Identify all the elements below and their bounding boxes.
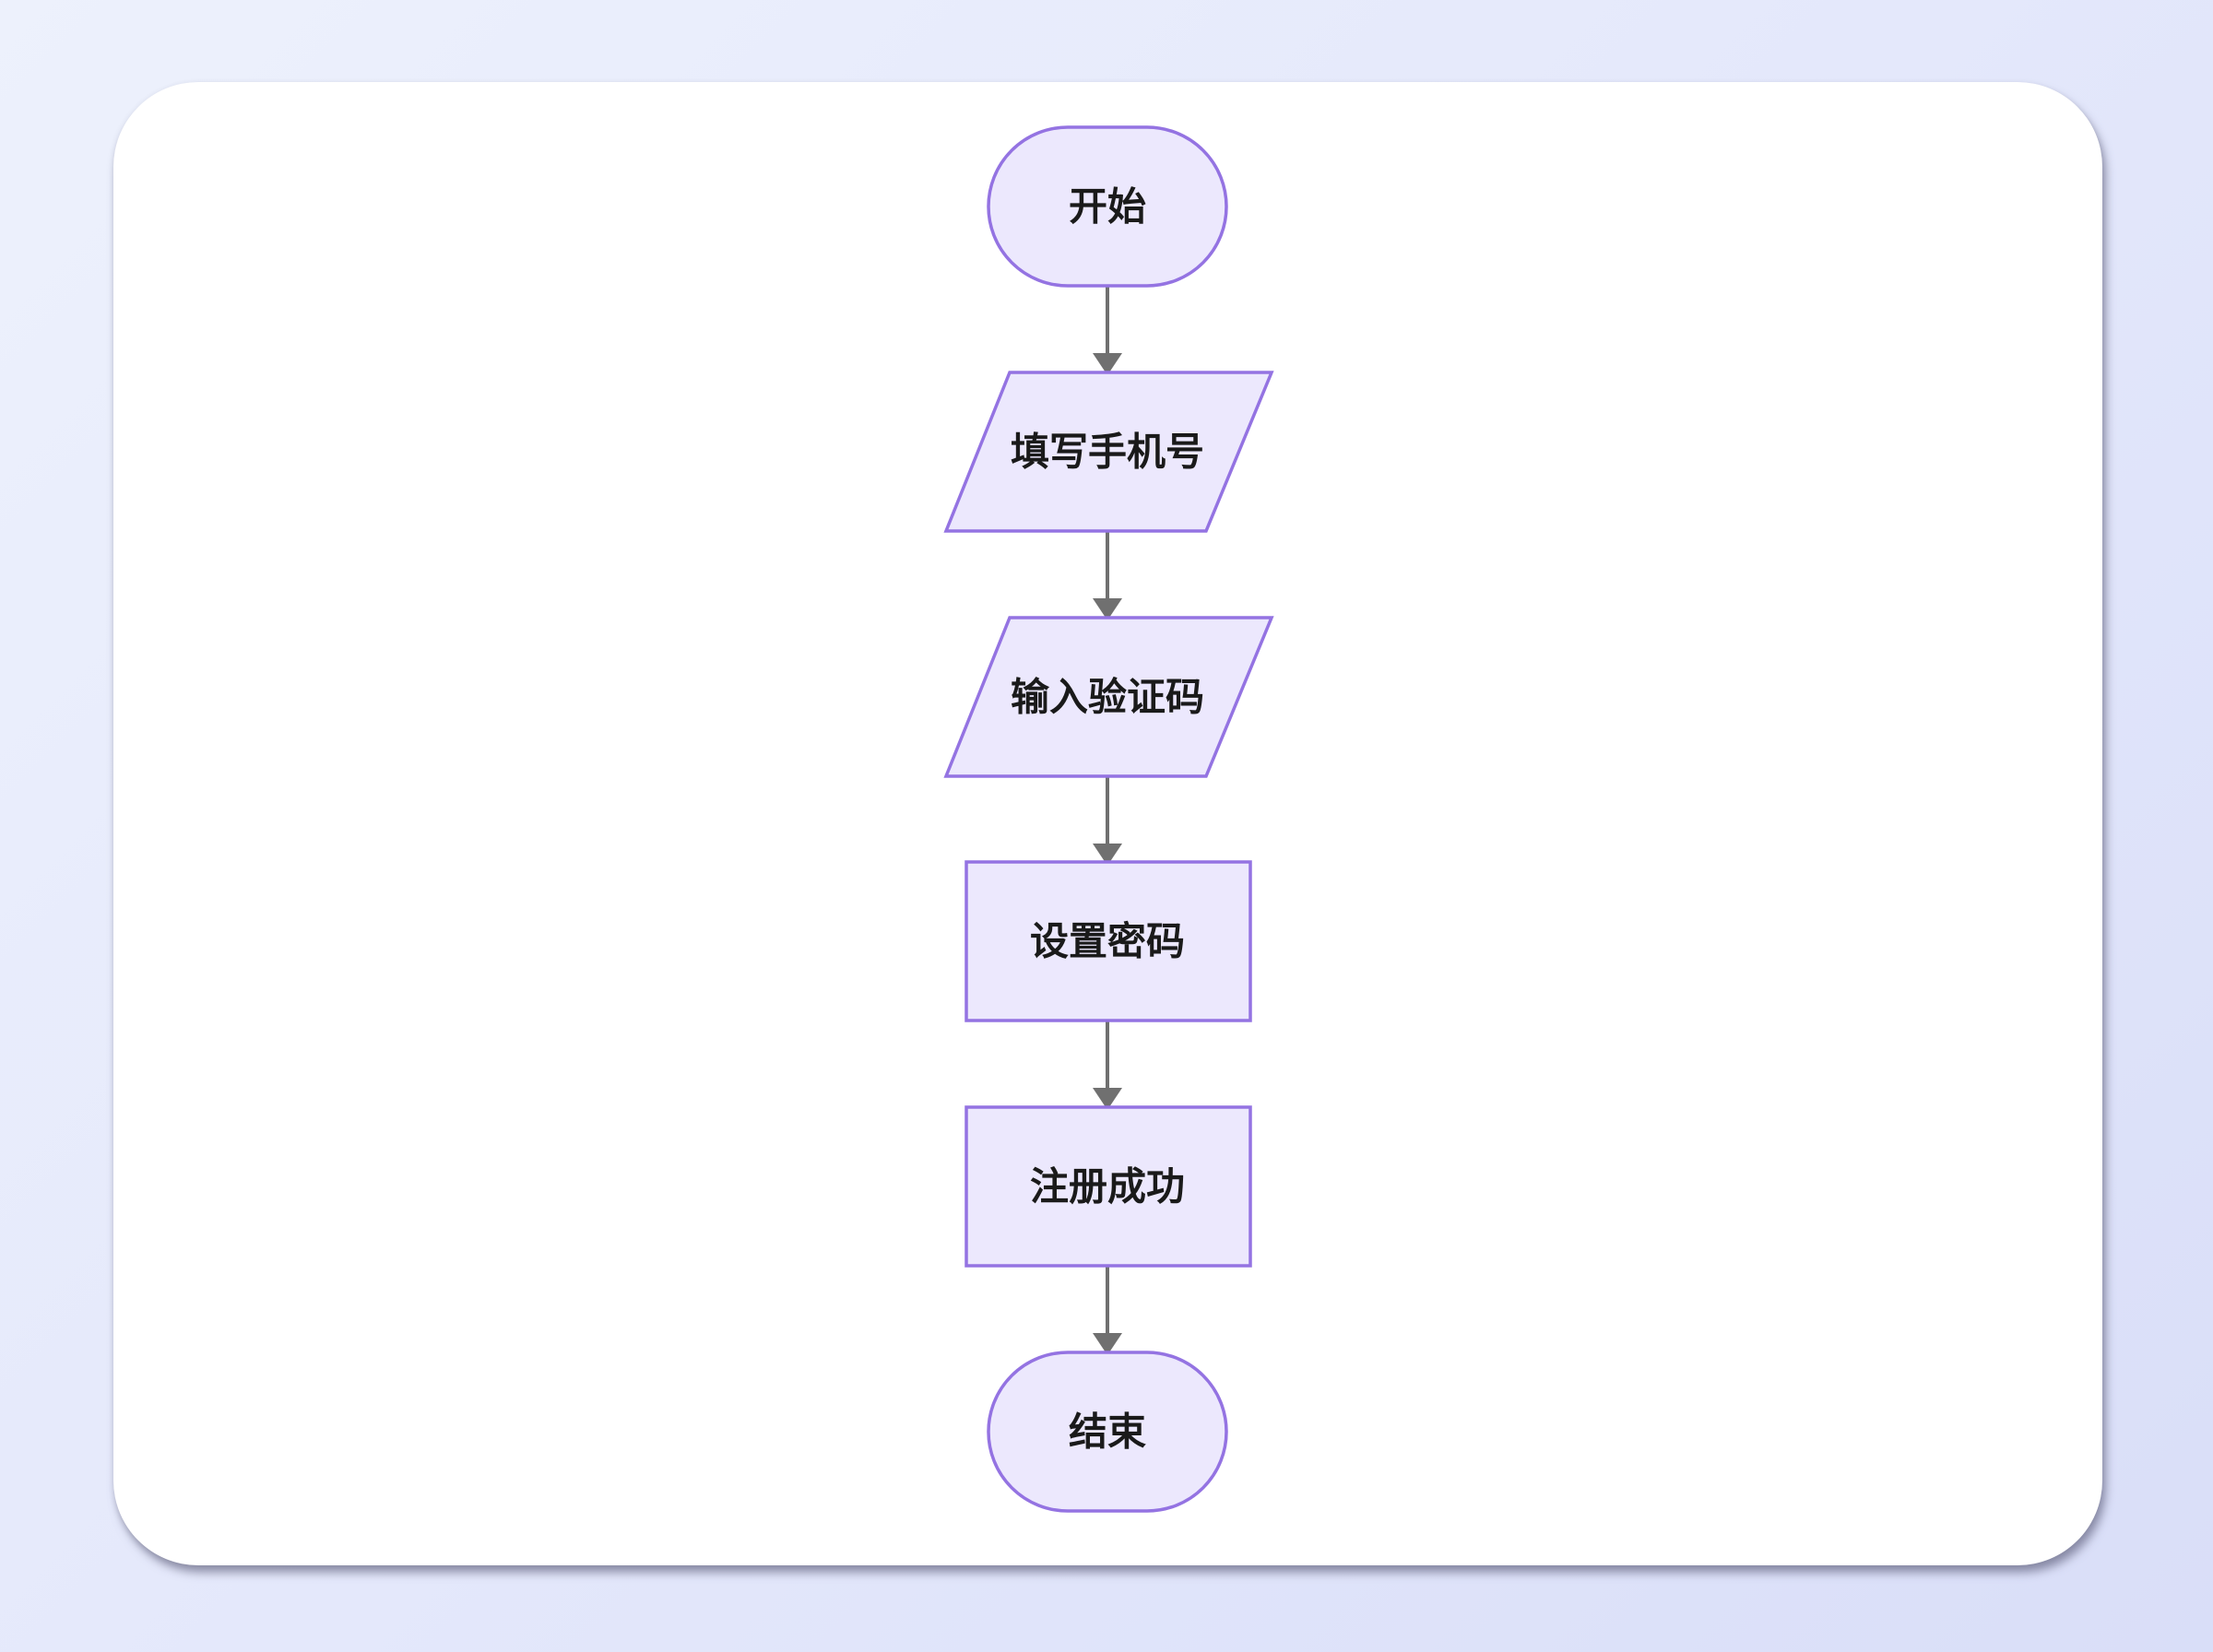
diagram-card: 开始 填写手机号 输入验证码 设置密码 注册成功 结束 — [113, 82, 2102, 1565]
node-register-success-shape — [964, 1105, 1252, 1268]
edge-success-to-end — [1093, 1266, 1122, 1355]
node-set-password-label: 设置密码 — [1030, 919, 1185, 964]
node-register-success[interactable]: 注册成功 — [964, 1105, 1252, 1268]
node-verification-code[interactable]: 输入验证码 — [943, 616, 1274, 778]
node-verification-code-shape — [943, 616, 1274, 778]
edge-code-to-password — [1093, 776, 1122, 866]
node-register-success-label: 注册成功 — [1030, 1164, 1185, 1210]
node-end-shape — [987, 1351, 1228, 1513]
node-start[interactable]: 开始 — [987, 125, 1228, 288]
edge-phone-to-code — [1093, 531, 1122, 620]
node-end-label: 结束 — [1069, 1410, 1146, 1455]
flowchart: 开始 填写手机号 输入验证码 设置密码 注册成功 结束 — [943, 125, 1274, 1513]
node-fill-phone-label: 填写手机号 — [1011, 430, 1204, 475]
node-set-password[interactable]: 设置密码 — [964, 860, 1252, 1022]
node-verification-code-label: 输入验证码 — [1011, 675, 1204, 720]
node-fill-phone-shape — [943, 371, 1274, 533]
edge-start-to-phone — [1093, 286, 1122, 375]
node-end[interactable]: 结束 — [987, 1351, 1228, 1513]
node-set-password-shape — [964, 860, 1252, 1022]
node-fill-phone[interactable]: 填写手机号 — [943, 371, 1274, 533]
node-start-shape — [987, 125, 1228, 288]
edge-password-to-success — [1093, 1021, 1122, 1110]
node-start-label: 开始 — [1069, 184, 1146, 230]
